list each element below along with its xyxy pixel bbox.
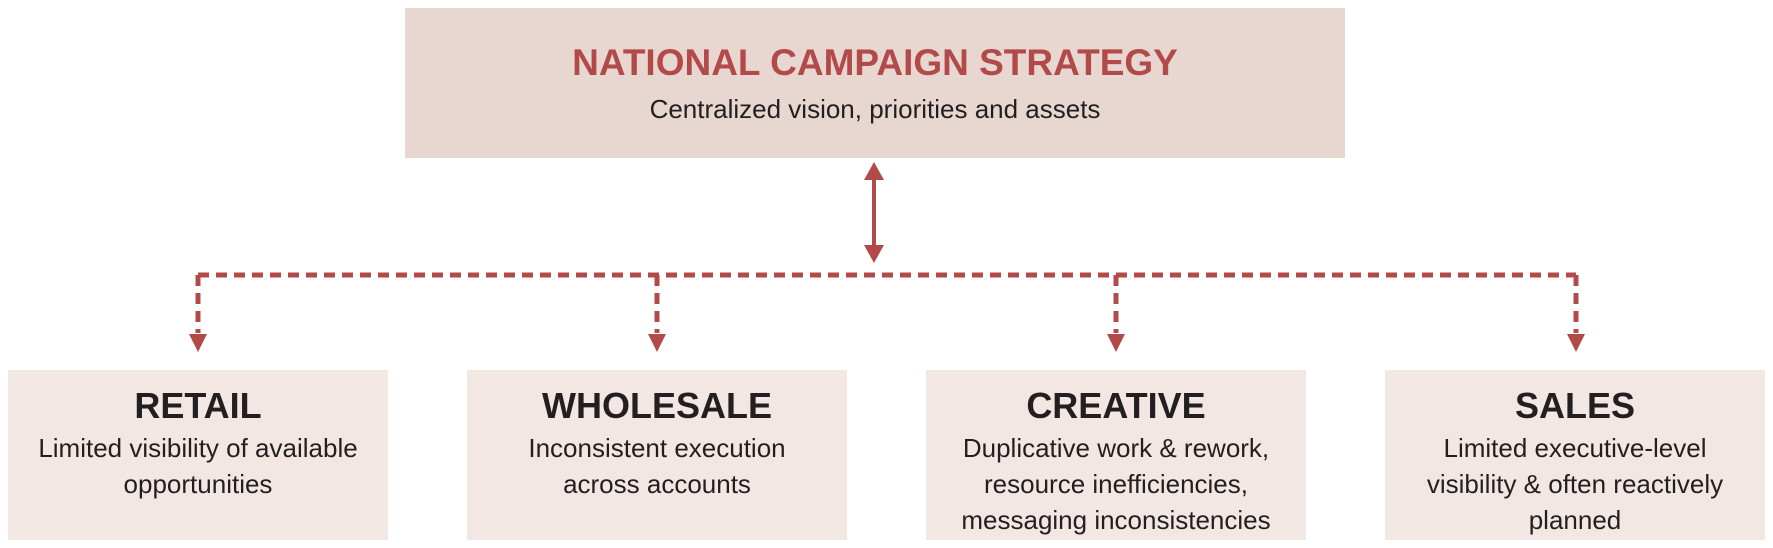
- top-box-title: NATIONAL CAMPAIGN STRATEGY: [572, 42, 1178, 83]
- sales-title: SALES: [1514, 385, 1636, 426]
- arrowhead-wholesale: [648, 334, 666, 352]
- creative-box: CREATIVE Duplicative work & rework, reso…: [926, 370, 1306, 540]
- double-arrow: [864, 162, 884, 263]
- retail-description: Limited visibility of available opportun…: [16, 430, 380, 502]
- creative-desc-line: resource inefficiencies,: [984, 469, 1248, 499]
- wholesale-title: WHOLESALE: [542, 385, 772, 426]
- dashed-drop-creative: [1107, 275, 1125, 352]
- sales-desc-line: planned: [1528, 505, 1622, 535]
- creative-desc-line: messaging inconsistencies: [961, 505, 1271, 535]
- retail-title: RETAIL: [134, 385, 262, 426]
- retail-desc-line: opportunities: [123, 469, 273, 499]
- arrowhead-retail: [189, 334, 207, 352]
- top-box-subtitle: Centralized vision, priorities and asset…: [649, 94, 1101, 124]
- wholesale-desc-line: across accounts: [563, 469, 751, 499]
- arrowhead-up: [864, 162, 884, 180]
- arrowhead-sales: [1567, 334, 1585, 352]
- arrowhead-creative: [1107, 334, 1125, 352]
- retail-desc-line: Limited visibility of available: [38, 433, 358, 463]
- creative-description: Duplicative work & rework, resource inef…: [934, 430, 1298, 538]
- dashed-drop-sales: [1567, 275, 1585, 352]
- retail-box: RETAIL Limited visibility of available o…: [8, 370, 388, 540]
- wholesale-desc-line: Inconsistent execution: [528, 433, 786, 463]
- creative-desc-line: Duplicative work & rework,: [962, 433, 1270, 463]
- sales-desc-line: Limited executive-level: [1443, 433, 1707, 463]
- top-strategy-box: NATIONAL CAMPAIGN STRATEGY Centralized v…: [405, 8, 1345, 158]
- wholesale-description: Inconsistent execution across accounts: [475, 430, 839, 502]
- sales-box: SALES Limited executive-level visibility…: [1385, 370, 1765, 540]
- sales-description: Limited executive-level visibility & oft…: [1393, 430, 1757, 538]
- dashed-drop-wholesale: [648, 275, 666, 352]
- sales-desc-line: visibility & often reactively: [1426, 469, 1724, 499]
- wholesale-box: WHOLESALE Inconsistent execution across …: [467, 370, 847, 540]
- arrowhead-down: [864, 245, 884, 263]
- creative-title: CREATIVE: [1026, 385, 1206, 426]
- dashed-drop-retail: [189, 275, 207, 352]
